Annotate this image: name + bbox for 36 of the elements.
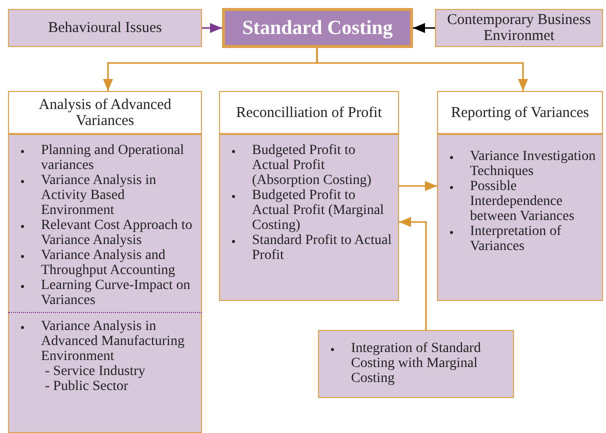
heading-box xyxy=(8,91,202,134)
list-item: Relevant Cost Approach to Variance Analysis xyxy=(19,218,195,248)
list-item: Integration of Standard Costing with Marginal Costing xyxy=(329,341,507,386)
arrow xyxy=(316,48,528,91)
sub-list-item: - Service Industry xyxy=(44,364,146,379)
list-item: Learning Curve-Impact on Variances xyxy=(19,278,195,308)
list-box xyxy=(318,330,514,398)
list-item: Interpretation of Variances xyxy=(448,224,596,254)
list-box xyxy=(8,134,202,433)
heading-text: Reconcilliation of Profit xyxy=(236,104,382,120)
list-box xyxy=(437,134,603,301)
heading-text: Analysis of Advanced Variances xyxy=(38,96,172,128)
list-item: Variance Analysis in Activity Based Environment xyxy=(19,173,195,218)
heading-box xyxy=(219,91,399,134)
list-item: Possible Interdependence between Variances xyxy=(448,179,596,224)
sub-list-item: - Public Sector xyxy=(44,379,130,394)
list-item: Variance Analysis and Throughput Accounting xyxy=(19,248,195,278)
title-text: Standard Costing xyxy=(242,17,393,39)
title-box xyxy=(222,8,413,48)
list-item: Variance Analysis in Advanced Manufacturing Environment xyxy=(19,319,195,364)
heading-text: Contemporary Business Environmet xyxy=(446,12,592,44)
list-item: Planning and Operational variances xyxy=(19,143,195,173)
heading-text: Reporting of Variances xyxy=(450,104,590,120)
list-item: Variance Investigation Techniques xyxy=(448,149,596,179)
list-box xyxy=(219,134,399,301)
arrow xyxy=(399,217,427,330)
arrow xyxy=(202,23,222,33)
list-item: Standard Profit to Actual Profit xyxy=(230,233,392,263)
heading-box xyxy=(437,91,603,134)
arrow xyxy=(399,181,437,191)
heading-box xyxy=(435,9,603,47)
arrow xyxy=(413,23,435,33)
heading-box xyxy=(8,9,202,47)
list-item: Budgeted Profit to Actual Profit (Marginal Costing) xyxy=(230,188,392,233)
list-item: Budgeted Profit to Actual Profit (Absorption Costing) xyxy=(230,143,392,188)
heading-text: Behavioural Issues xyxy=(48,20,162,36)
